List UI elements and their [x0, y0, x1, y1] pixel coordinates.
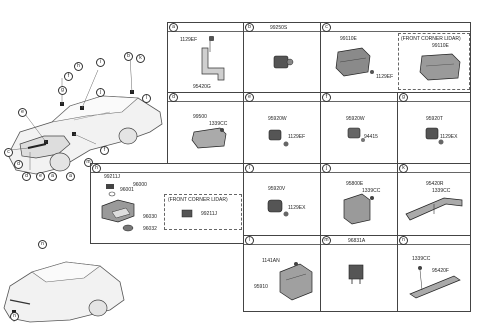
sensor-part: [425, 127, 444, 145]
callout-letter: m: [84, 158, 93, 167]
callout-letter: c: [4, 148, 13, 157]
callout-letter: k: [136, 54, 145, 63]
part-number: 96831A: [348, 238, 366, 244]
grid-line: [90, 163, 91, 243]
callout-letter: d: [14, 160, 23, 169]
sensor-part: [267, 199, 289, 217]
lidar-variant-box: [164, 194, 242, 230]
part-number: 1129EX: [288, 205, 306, 211]
callout-letter: h: [74, 62, 83, 71]
callout-letter: i: [96, 58, 105, 67]
part-number: 95920W: [346, 116, 365, 122]
grid-line: [90, 243, 243, 244]
callout-letter: a: [66, 172, 75, 181]
cell-letter-h: h: [92, 164, 101, 173]
part-number: 95910: [254, 284, 268, 290]
callout-letter: f: [64, 72, 73, 81]
part-number: 96030: [143, 214, 157, 220]
part-number: 1129EF: [180, 37, 198, 43]
cell-letter-k: k: [399, 164, 408, 173]
callout-letter: a: [48, 172, 57, 181]
cell-letter-f: f: [322, 93, 331, 102]
part-number: 99211J: [104, 174, 121, 180]
part-number: 99500: [193, 114, 207, 120]
part-number: 95920T: [426, 116, 443, 122]
sensor-part: [347, 127, 365, 142]
cell-letter-m: m: [322, 236, 331, 245]
bracket-part: [405, 197, 463, 221]
lidar-variant-box: [398, 33, 470, 90]
car-front-illustration: [7, 55, 163, 175]
bracket-part: [201, 40, 225, 81]
module-part: [191, 127, 227, 149]
part-number: 95420R: [426, 181, 444, 187]
grid-line: [320, 22, 321, 311]
part-number: 1339CC: [209, 121, 228, 127]
variant-note: (FRONT CORNER LIDAR): [401, 36, 461, 42]
part-number: 1339CC: [412, 256, 431, 262]
part-number: 95800E: [346, 181, 364, 187]
car-rear-illustration: [3, 261, 125, 323]
cell-letter-n: n: [399, 236, 408, 245]
cell-letter-d: d: [169, 93, 178, 102]
cell-letter-c: c: [322, 23, 331, 32]
cell-letter-b: b: [245, 23, 254, 32]
callout-letter: j: [96, 88, 105, 97]
callout-letter: g: [58, 86, 67, 95]
part-number: 96032: [143, 226, 157, 232]
callout-letter: f: [100, 146, 109, 155]
part-number: 96001: [120, 187, 134, 193]
cell-letter-l: l: [245, 236, 254, 245]
lidar-variant-part: [181, 209, 193, 218]
cell-letter-j: j: [322, 164, 331, 173]
lidar-unit-part: [335, 47, 374, 77]
part-number: 94415: [364, 134, 378, 140]
part-number: 99250S: [270, 25, 288, 31]
relay-part: [348, 264, 364, 284]
camera-part: [101, 184, 135, 232]
grid-line: [167, 92, 471, 93]
bolt-icon: [209, 36, 214, 41]
callout-letter: e: [36, 172, 45, 181]
part-number: 95920W: [268, 116, 287, 122]
part-number: 1339CC: [362, 188, 381, 194]
callout-letter: b: [124, 52, 133, 61]
variant-note: (FRONT CORNER LIDAR): [168, 197, 228, 203]
part-number: 99211J: [201, 211, 218, 217]
part-number: 1129EX: [440, 134, 458, 140]
part-number: 1129EF: [288, 134, 306, 140]
grid-line: [243, 235, 471, 236]
radar-module-part: [343, 193, 374, 225]
callout-letter: n: [10, 312, 19, 321]
part-number: 99110E: [432, 43, 449, 49]
callout-letter: n: [38, 240, 47, 249]
sensor-part: [268, 129, 289, 147]
callout-letter: e: [18, 108, 27, 117]
lidar-variant-part: [419, 53, 461, 81]
callout-letter: l: [142, 94, 151, 103]
part-number: 1339CC: [432, 188, 451, 194]
cell-letter-e: e: [245, 93, 254, 102]
cell-letter-i: i: [245, 164, 254, 173]
grid-line: [397, 92, 398, 311]
grid-line: [470, 22, 471, 311]
grid-line: [243, 311, 471, 312]
grid-line: [90, 163, 471, 164]
part-number: 95420G: [193, 84, 211, 90]
part-number: 99110E: [340, 36, 357, 42]
part-number: 95920V: [268, 186, 286, 192]
part-number: 1129EF: [376, 74, 394, 80]
part-number: 96000: [133, 182, 147, 188]
grid-line: [243, 163, 244, 311]
bracket-part: [409, 266, 461, 299]
part-number: 95420F: [432, 268, 449, 274]
ecu-part: [279, 262, 313, 301]
cell-letter-a: a: [169, 23, 178, 32]
cell-letter-g: g: [399, 93, 408, 102]
grid-line: [167, 22, 471, 23]
callout-letter: d: [22, 172, 31, 181]
part-number: 1141AN: [262, 258, 280, 264]
sensor-part: [273, 55, 294, 69]
